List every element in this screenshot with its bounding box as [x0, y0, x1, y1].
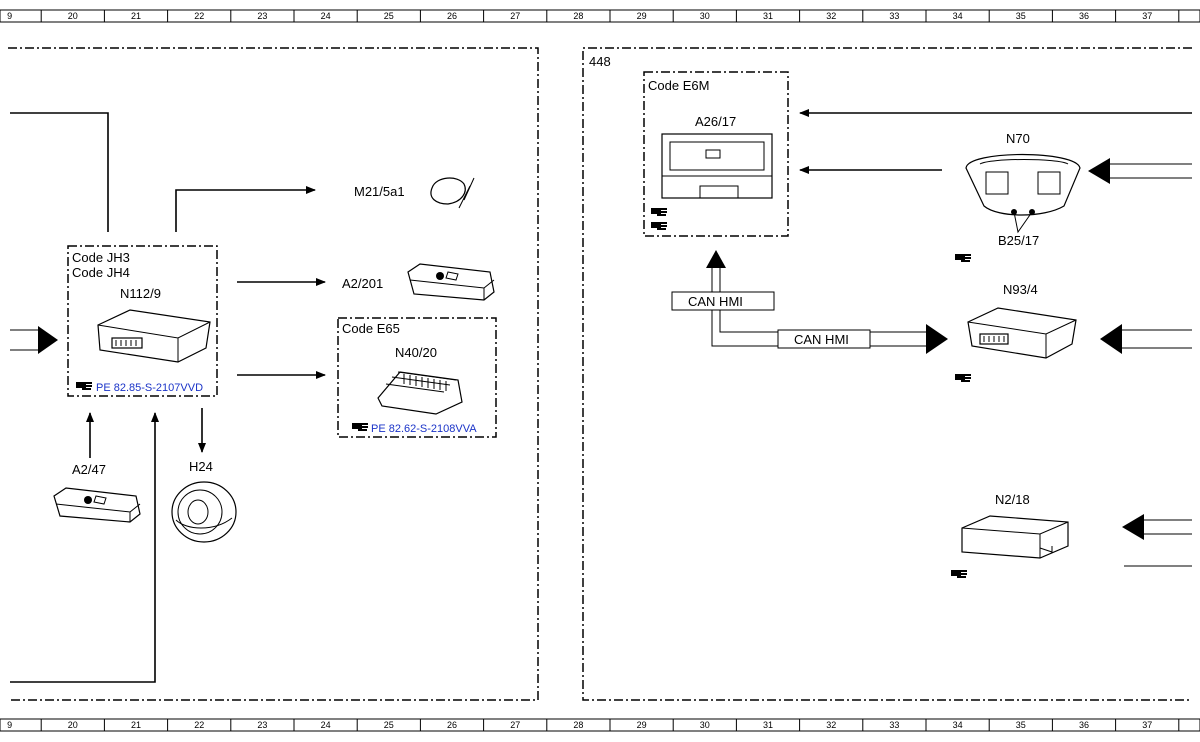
n93-4-module — [967, 307, 1077, 359]
a2-47-module — [53, 487, 141, 523]
grid-top-34: 34 — [953, 11, 963, 21]
group-e6m-box: Code E6M A26/17 — [643, 71, 789, 237]
n70-overhead-unit — [965, 153, 1081, 234]
grid-top-22: 22 — [194, 11, 204, 21]
b25-17-label: B25/17 — [998, 233, 1039, 248]
grid-bottom-33: 33 — [889, 720, 899, 730]
n93-4-label: N93/4 — [1003, 282, 1038, 297]
hand-icon-jh — [76, 382, 92, 390]
group-e65-box: Code E65 N40/20 PE 82.62-S-2108VVA — [337, 317, 497, 438]
grid-top-29: 29 — [637, 11, 647, 21]
ref-link-n40-20[interactable]: PE 82.62-S-2108VVA — [371, 423, 477, 435]
grid-bottom-9: 9 — [7, 720, 12, 730]
n112-9-module — [97, 309, 211, 363]
input-connector-left — [10, 326, 58, 354]
grid-bottom-36: 36 — [1079, 720, 1089, 730]
grid-bottom-35: 35 — [1016, 720, 1026, 730]
can-hmi-horizontal-label: CAN HMI — [794, 332, 849, 347]
n70-label: N70 — [1006, 131, 1030, 146]
n40-20-label: N40/20 — [395, 345, 437, 360]
code-e65-label: Code E65 — [342, 321, 400, 336]
hand-icon-n93-4 — [955, 374, 971, 382]
grid-top-21: 21 — [131, 11, 141, 21]
grid-bottom-21: 21 — [131, 720, 141, 730]
hand-icon-n2-18 — [951, 570, 967, 578]
grid-bottom-30: 30 — [700, 720, 710, 730]
a2-201-label: A2/201 — [342, 276, 383, 291]
input-connector-n2-18 — [1122, 514, 1192, 567]
m21-5a1-label: M21/5a1 — [354, 184, 405, 199]
wire-to-mirror — [175, 186, 316, 232]
h24-speaker — [171, 481, 237, 543]
can-hmi-vertical-label: CAN HMI — [688, 294, 743, 309]
grid-top-36: 36 — [1079, 11, 1089, 21]
grid-bottom-23: 23 — [257, 720, 267, 730]
grid-top-33: 33 — [889, 11, 899, 21]
grid-top-26: 26 — [447, 11, 457, 21]
section-448-label: 448 — [589, 54, 611, 69]
grid-top-28: 28 — [573, 11, 583, 21]
grid-top-9: 9 — [7, 11, 12, 21]
mirror-icon — [430, 177, 475, 209]
a2-47-label: A2/47 — [72, 462, 106, 477]
grid-bottom-25: 25 — [384, 720, 394, 730]
code-e6m-label: Code E6M — [648, 78, 709, 93]
grid-bottom-24: 24 — [321, 720, 331, 730]
grid-top-24: 24 — [321, 11, 331, 21]
group-jh-box: Code JH3 Code JH4 N112/9 PE 82.85-S-2107… — [67, 245, 218, 397]
a26-17-label: A26/17 — [695, 114, 736, 129]
code-jh4-label: Code JH4 — [72, 265, 130, 280]
grid-bottom-26: 26 — [447, 720, 457, 730]
grid-bottom-28: 28 — [573, 720, 583, 730]
wire-top-left — [10, 112, 109, 232]
left-section-border — [8, 47, 539, 701]
grid-top-25: 25 — [384, 11, 394, 21]
grid-bottom-37: 37 — [1142, 720, 1152, 730]
grid-bottom-27: 27 — [510, 720, 520, 730]
grid-top-31: 31 — [763, 11, 773, 21]
n2-18-module — [961, 515, 1069, 559]
grid-bottom-31: 31 — [763, 720, 773, 730]
grid-top-27: 27 — [510, 11, 520, 21]
n40-20-amplifier — [377, 371, 463, 415]
grid-top-32: 32 — [826, 11, 836, 21]
right-section-border — [582, 47, 1192, 701]
h24-label: H24 — [189, 459, 213, 474]
grid-bottom-22: 22 — [194, 720, 204, 730]
hand-icon-e6m-2 — [651, 222, 667, 230]
a2-201-module — [407, 263, 495, 301]
ref-link-n112-9[interactable]: PE 82.85-S-2107VVD — [96, 382, 203, 394]
input-connector-n93-4 — [1100, 324, 1192, 354]
grid-bottom-34: 34 — [953, 720, 963, 730]
input-connector-n70 — [1088, 158, 1192, 184]
grid-top-23: 23 — [257, 11, 267, 21]
hand-icon-e6m-1 — [651, 208, 667, 216]
a26-17-unit — [661, 133, 773, 199]
grid-top-37: 37 — [1142, 11, 1152, 21]
hand-icon-n70 — [955, 254, 971, 262]
grid-bottom-32: 32 — [826, 720, 836, 730]
grid-bottom-29: 29 — [637, 720, 647, 730]
grid-ruler-top — [0, 9, 1200, 23]
grid-top-30: 30 — [700, 11, 710, 21]
code-jh3-label: Code JH3 — [72, 250, 130, 265]
grid-bottom-20: 20 — [68, 720, 78, 730]
n2-18-label: N2/18 — [995, 492, 1030, 507]
wire-bottom-loop — [10, 412, 159, 683]
can-hmi-bus: CAN HMI CAN HMI — [671, 250, 948, 354]
grid-ruler-bottom — [0, 718, 1200, 732]
grid-top-35: 35 — [1016, 11, 1026, 21]
grid-top-20: 20 — [68, 11, 78, 21]
n112-9-label: N112/9 — [120, 286, 161, 301]
hand-icon-e65 — [352, 423, 368, 431]
